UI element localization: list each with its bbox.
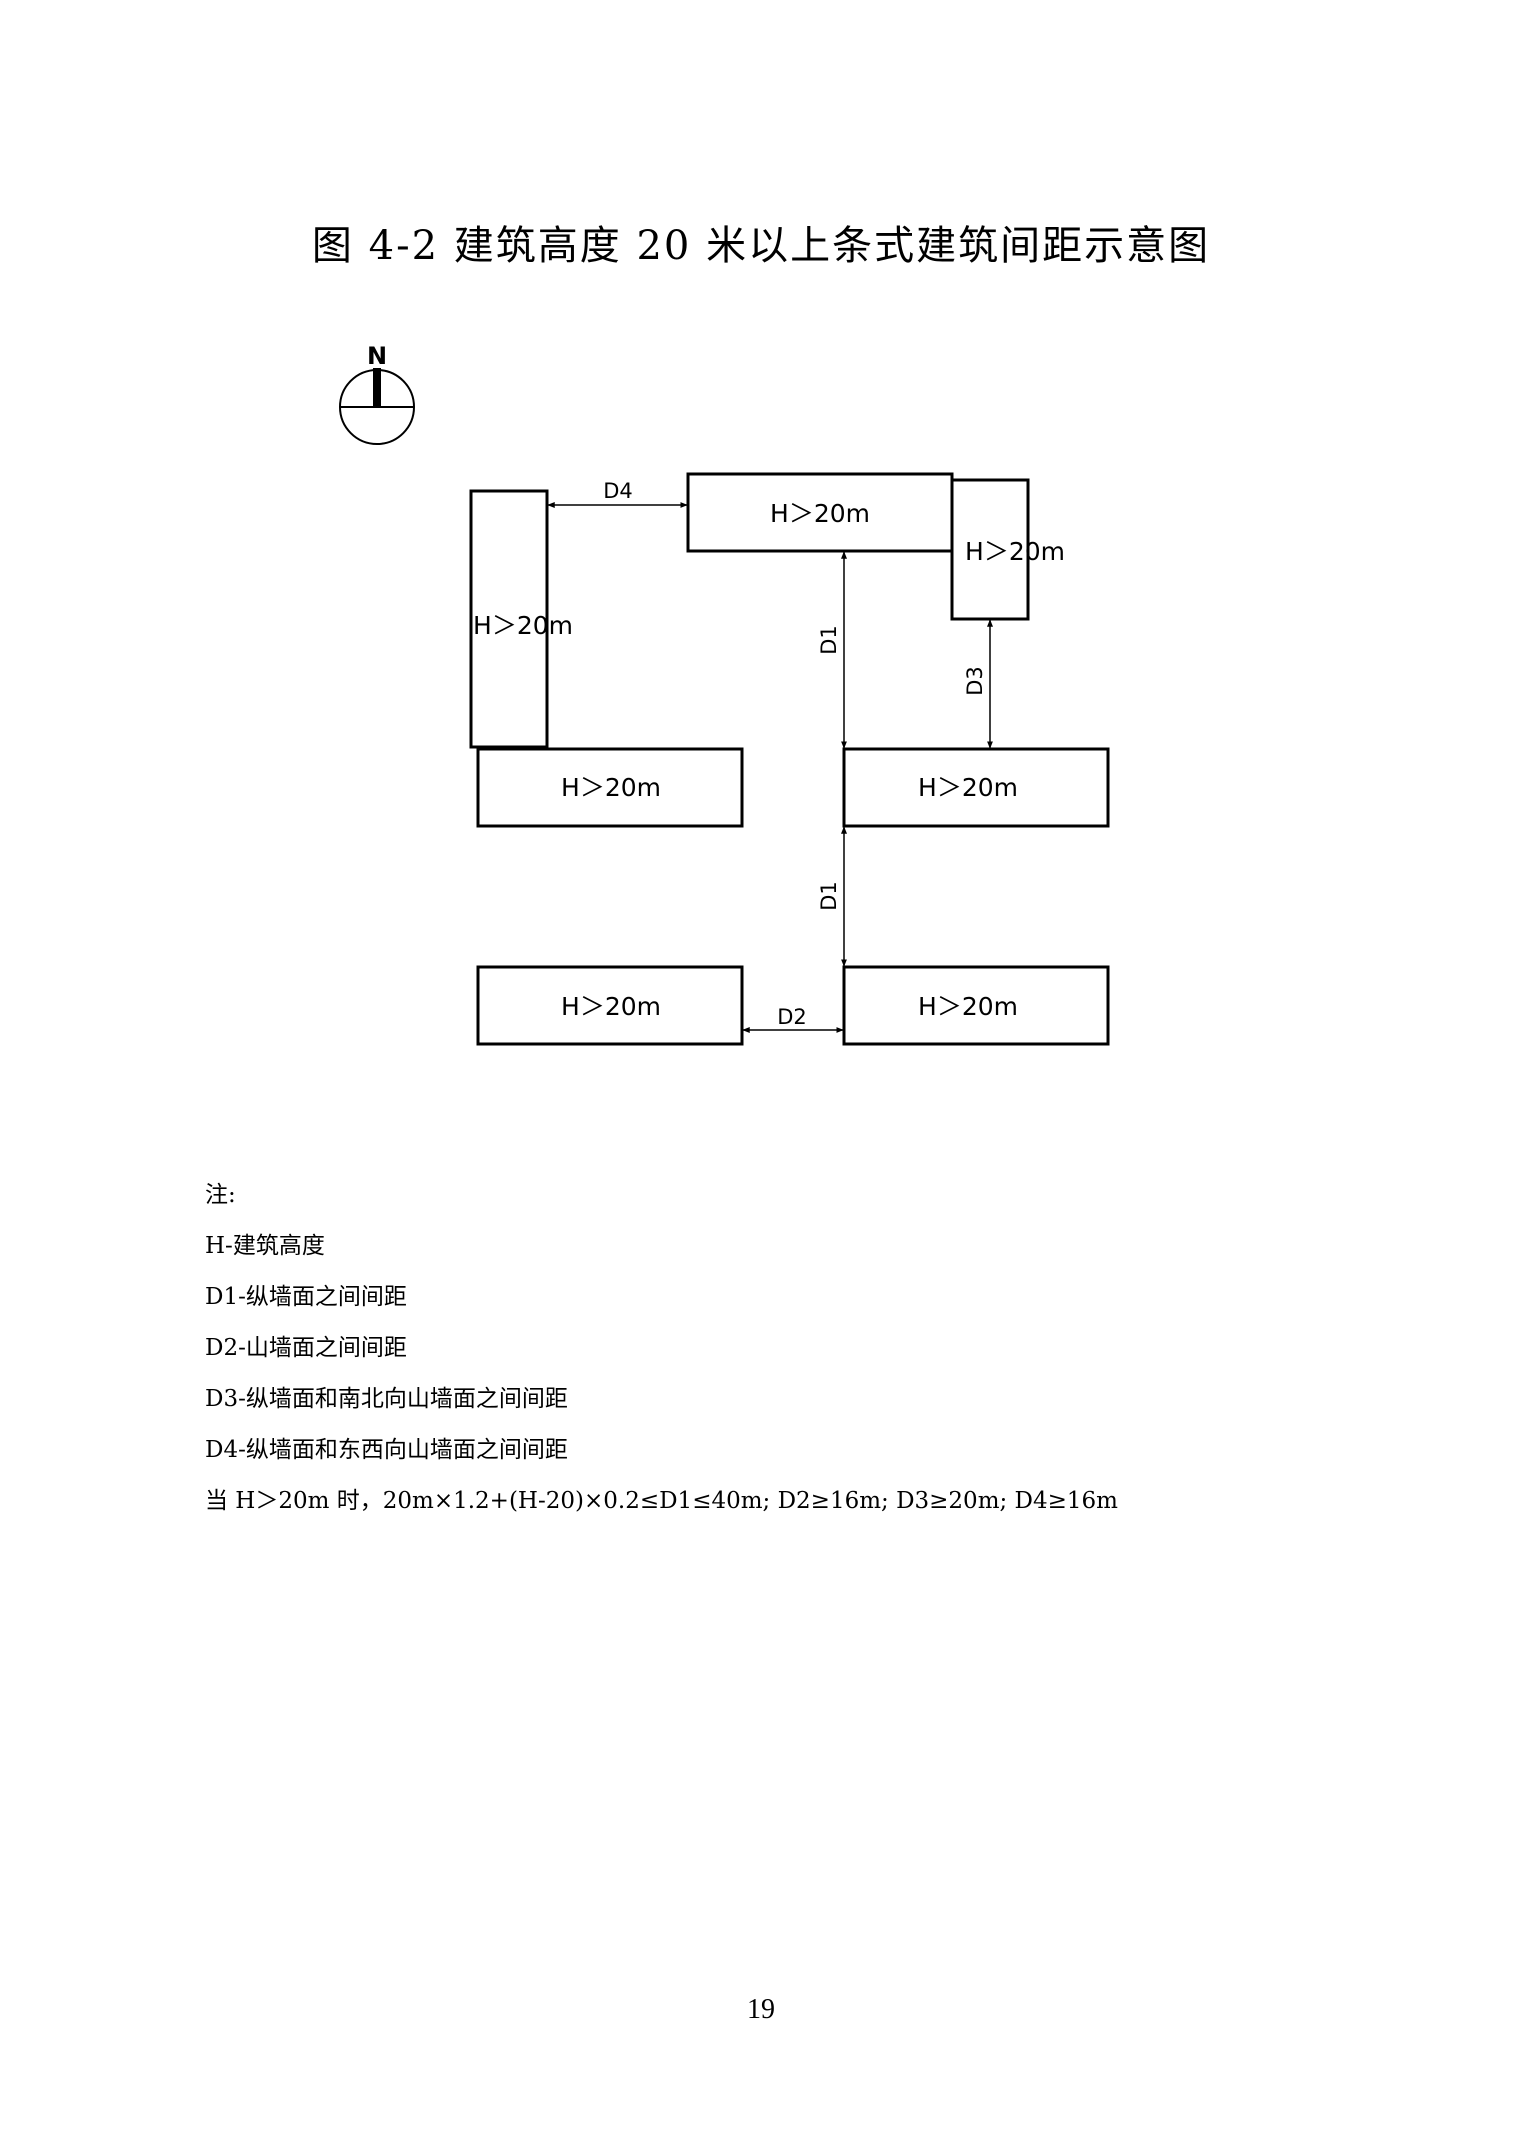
- building-left-vertical: H＞20m: [469, 489, 573, 749]
- note-line: D3-纵墙面和南北向山墙面之间间距: [205, 1386, 568, 1412]
- dimension-label-d3: D3: [963, 666, 987, 696]
- building-bottom-left: H＞20m: [476, 965, 744, 1046]
- building-label: H＞20m: [918, 992, 1018, 1021]
- north-compass-icon: N: [339, 342, 415, 445]
- building-middle-right: H＞20m: [842, 747, 1110, 828]
- dimension-label-d1-upper: D1: [817, 625, 841, 655]
- building-label: H＞20m: [770, 499, 870, 528]
- dimension-label-d2: D2: [777, 1005, 807, 1029]
- building-label: H＞20m: [918, 773, 1018, 802]
- building-bottom-right: H＞20m: [842, 965, 1110, 1046]
- note-line: D1-纵墙面之间间距: [205, 1284, 407, 1310]
- dimension-label-d4: D4: [603, 479, 633, 503]
- notes-section: 注: H-建筑高度 D1-纵墙面之间间距 D2-山墙面之间间距 D3-纵墙面和南…: [205, 1170, 1405, 1527]
- dimension-d4: D4: [547, 479, 688, 508]
- dimension-label-d1-lower: D1: [817, 881, 841, 911]
- building-label: H＞20m: [965, 537, 1065, 566]
- note-line: 当 H＞20m 时，20m×1.2+(H-20)×0.2≤D1≤40m; D2≥…: [205, 1488, 1118, 1514]
- dimension-d3: D3: [963, 619, 993, 749]
- building-top-right-small: H＞20m: [950, 478, 1065, 621]
- building-middle-left: H＞20m: [476, 747, 744, 828]
- building-label: H＞20m: [561, 773, 661, 802]
- dimension-d1-lower: D1: [817, 826, 847, 967]
- compass-north-label: N: [367, 342, 387, 370]
- building-label: H＞20m: [473, 611, 573, 640]
- building-top-center: H＞20m: [686, 472, 954, 553]
- building-label: H＞20m: [561, 992, 661, 1021]
- note-line: D4-纵墙面和东西向山墙面之间间距: [205, 1437, 568, 1463]
- page-title: 图 4-2 建筑高度 20 米以上条式建筑间距示意图: [311, 223, 1211, 269]
- note-line: H-建筑高度: [205, 1233, 325, 1259]
- dimension-d1-upper: D1: [817, 551, 847, 749]
- note-line: D2-山墙面之间间距: [205, 1335, 407, 1361]
- page-number: 19: [747, 1994, 775, 2025]
- building-spacing-diagram: N H＞20m H＞20m H＞20m H＞20m H＞20m H＞20m H＞…: [339, 342, 1110, 1046]
- dimension-d2: D2: [742, 1005, 844, 1033]
- notes-heading: 注:: [205, 1182, 236, 1208]
